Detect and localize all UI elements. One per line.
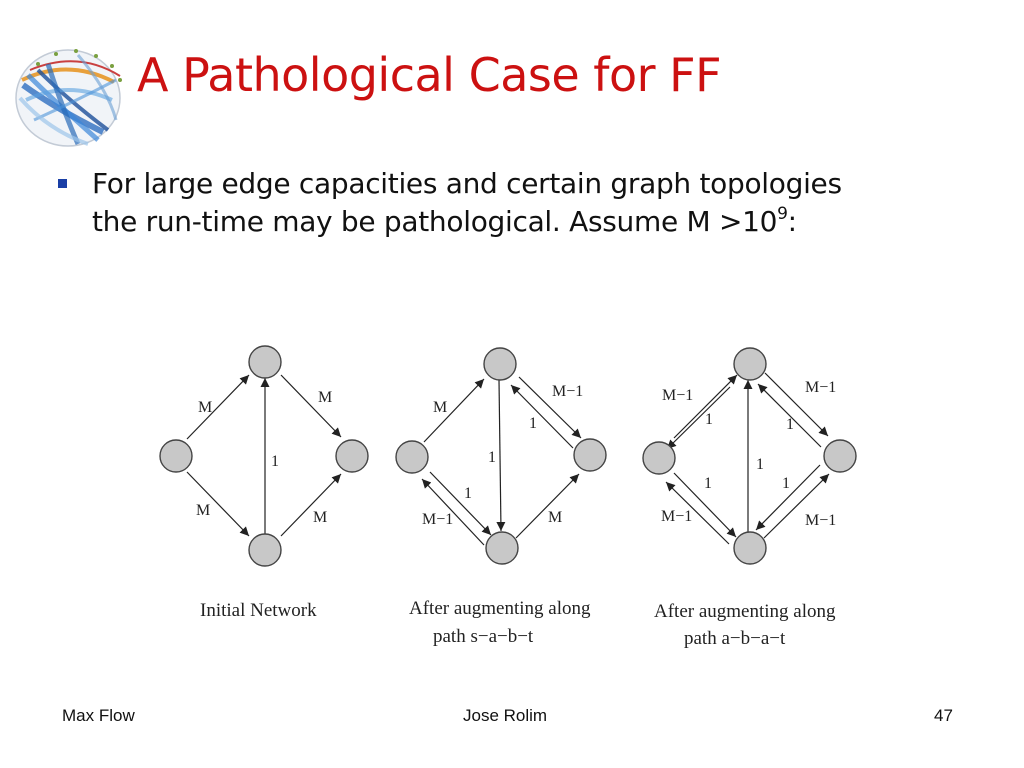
node-t: [573, 438, 607, 472]
edge-label: 1: [488, 449, 496, 466]
node-t: [335, 439, 369, 473]
bullet-line-2-text: the run-time may be pathological. Assume…: [92, 205, 778, 238]
edge-b-t: [515, 473, 580, 539]
node-b: [485, 531, 519, 565]
node-a: [248, 345, 282, 379]
edge-label: 1: [786, 416, 794, 433]
logo-icon: [15, 49, 122, 147]
edge-t-a: [510, 384, 574, 449]
slide-title: A Pathological Case for FF: [137, 48, 722, 102]
bullet-line-2-end: :: [787, 205, 797, 238]
edge-a-t: [280, 374, 342, 438]
diagram-caption: After augmenting along: [654, 601, 836, 622]
edge-label: M−1: [422, 511, 453, 528]
edge-label: M: [313, 509, 327, 526]
diagram-caption: path s−a−b−t: [433, 626, 534, 647]
edge-label: 1: [705, 411, 713, 428]
edge-label: 1: [756, 456, 764, 473]
diagram-caption: After augmenting along: [409, 598, 591, 619]
edge-label: M: [433, 399, 447, 416]
edge-label: M−1: [552, 383, 583, 400]
bullet-exponent: 9: [777, 204, 788, 224]
edge-s-b: [673, 472, 737, 538]
node-t: [823, 439, 857, 473]
edge-a-t: [518, 376, 582, 439]
diagram-after-a-b-a-t: M−1 M−1 1 1 1 1 1 M−1 M−1 After augmenti…: [642, 347, 857, 649]
diagram-initial-network: M M 1 M M Initial Network: [159, 345, 369, 621]
node-b: [248, 533, 282, 567]
edge-a-s: [666, 386, 731, 450]
edge-s-a: [423, 378, 485, 443]
edge-t-b: [755, 464, 821, 531]
edge-label: M: [196, 502, 210, 519]
edge-label: 1: [704, 475, 712, 492]
edge-label: M−1: [805, 379, 836, 396]
edge-label: 1: [529, 415, 537, 432]
edge-b-t: [280, 473, 342, 537]
slide-number: 47: [934, 706, 953, 725]
edge-s-a: [186, 374, 250, 440]
edge-label: M−1: [661, 508, 692, 525]
edge-s-a: [673, 374, 738, 439]
edge-label: 1: [782, 475, 790, 492]
edge-label: M−1: [805, 512, 836, 529]
node-b: [733, 531, 767, 565]
diagram-caption: path a−b−a−t: [684, 628, 786, 649]
edge-label: M: [198, 399, 212, 416]
edge-t-a: [757, 383, 822, 448]
diagram-caption: Initial Network: [200, 600, 317, 621]
node-s: [159, 439, 193, 473]
edge-label: 1: [464, 485, 472, 502]
edge-s-b: [429, 471, 492, 536]
edge-b-t: [763, 473, 830, 539]
bullet-list: For large edge capacities and certain gr…: [54, 165, 954, 245]
edge-a-t: [764, 372, 829, 437]
edge-s-b: [186, 471, 250, 537]
footer-left-text: Max Flow: [62, 706, 135, 725]
bullet-item: For large edge capacities and certain gr…: [54, 165, 954, 245]
edge-label: M: [548, 509, 562, 526]
node-a: [483, 347, 517, 381]
node-s: [395, 440, 429, 474]
footer-center-text: Jose Rolim: [463, 706, 548, 725]
edge-label: 1: [271, 453, 279, 470]
edge-label: M−1: [662, 387, 693, 404]
node-s: [642, 441, 676, 475]
node-a: [733, 347, 767, 381]
edge-b-s: [665, 481, 730, 545]
edge-b-s: [421, 478, 485, 546]
bullet-line-1: For large edge capacities and certain gr…: [92, 167, 842, 200]
diagram-after-s-a-b-t: M M−1 1 1 1 M−1 M After augmenting along…: [395, 347, 607, 647]
bullet-line-2: the run-time may be pathological. Assume…: [92, 203, 954, 245]
edge-a-b: [496, 379, 506, 532]
square-bullet-icon: [58, 179, 67, 188]
edge-label: M: [318, 389, 332, 406]
